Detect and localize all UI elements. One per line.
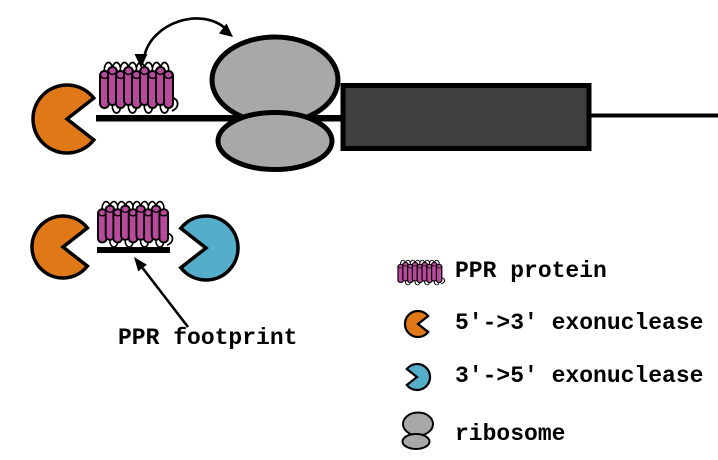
legend-label-ppr-protein: PPR protein [455, 258, 607, 284]
legend-label-five-to-three-exonuclease: 5'->3' exonuclease [455, 310, 704, 336]
competition-arrow [134, 17, 233, 68]
ribosome-icon [401, 411, 434, 450]
ribosome [209, 34, 341, 172]
ppr-protein-icon [397, 259, 446, 286]
five-to-three-exonuclease-icon [403, 309, 430, 339]
legend-label-ribosome: ribosome [455, 421, 566, 447]
ppr-footprint-label: PPR footprint [118, 325, 298, 351]
five-to-three-exonuclease-bottom [30, 214, 90, 280]
orf-box [340, 83, 592, 151]
footprint-pointer-arrow [134, 257, 190, 328]
mrna-3-thin-line [589, 113, 718, 118]
ppr-footprint-line [97, 247, 170, 253]
three-to-five-exonuclease-icon [405, 362, 432, 392]
legend-label-three-to-five-exonuclease: 3'->5' exonuclease [455, 363, 704, 389]
five-to-three-exonuclease-top [31, 83, 97, 155]
ppr-protein-bottom [97, 200, 174, 248]
ppr-protein-top [99, 61, 179, 114]
three-to-five-exonuclease-bottom [178, 214, 240, 282]
